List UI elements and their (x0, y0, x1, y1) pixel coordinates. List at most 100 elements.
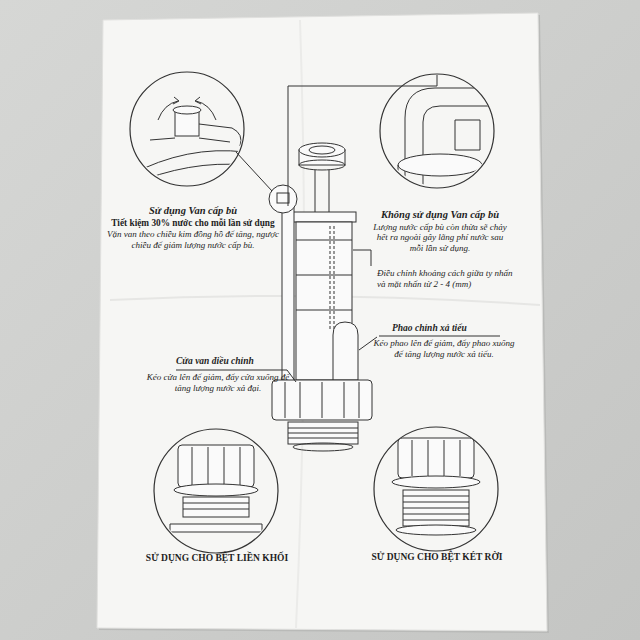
drawing-path (173, 97, 179, 104)
callout-heading: SỬ DỤNG CHO BỆT KÉT RỜI (358, 552, 516, 563)
drawing-path (199, 124, 241, 146)
drawing-path (130, 151, 245, 175)
circle-outline (373, 426, 499, 552)
drawing-ellipse (293, 443, 353, 451)
drawing-line (285, 382, 286, 418)
drawing-line (379, 336, 500, 337)
drawing-line (403, 502, 469, 503)
drawing-path (423, 106, 500, 190)
circle-outline (129, 71, 245, 187)
drawing-rect (272, 380, 372, 420)
drawing-rect (290, 212, 356, 222)
drawing-line (315, 170, 316, 213)
drawing-g (398, 88, 500, 190)
drawing-rect (277, 193, 289, 203)
circle-outline (154, 429, 278, 553)
callout-heading: Không sử dụng Van cấp bù (371, 209, 509, 222)
drawing-ellipse (392, 476, 480, 488)
callout-text: Tiết kiệm 30% nước cho mỗi lần sử dụng (105, 218, 281, 229)
drawing-line (183, 503, 249, 504)
drawing-circle (269, 185, 297, 213)
drawing-line (296, 310, 352, 311)
drawing-line (412, 440, 413, 476)
drawing-rect (403, 490, 469, 526)
circle-outline (379, 73, 495, 189)
drawing-rect (183, 497, 249, 517)
drawing-line (403, 508, 469, 509)
text-group: SỬ DỤNG CHO BỆT LIỀN KHỐI (128, 428, 306, 564)
drawing-line (444, 440, 445, 476)
drawing-ellipse (299, 143, 345, 157)
drawing-line (460, 440, 461, 476)
drawing-line (403, 520, 469, 521)
drawing-line (236, 152, 272, 191)
drawing-ellipse (174, 484, 258, 496)
drawing-line (334, 226, 335, 330)
drawing-path (150, 138, 230, 142)
drawing-line (329, 170, 330, 213)
drawing-path (333, 322, 358, 380)
text-group: Sử dụng Van cấp bùTiết kiệm 30% nước cho… (105, 71, 281, 250)
drawing-g (130, 97, 245, 185)
drawing-g (392, 438, 480, 535)
callout-text: Lượng nước cấp bù còn thừa sẽ chảy hết r… (371, 222, 509, 254)
drawing-rect (288, 422, 358, 444)
drawing-ellipse (299, 160, 345, 170)
drawing-path (196, 101, 216, 120)
text-group: Không sử dụng Van cấp bùLượng nước cấp b… (371, 73, 509, 254)
drawing-line (288, 428, 358, 429)
drawing-line (208, 447, 209, 485)
note-text: Kéo cửa lên để giảm, đẩy cửa xuống để tă… (140, 372, 296, 394)
drawing-line (344, 382, 345, 418)
drawing-ellipse (173, 106, 201, 114)
drawing-rect (398, 438, 474, 478)
drawing-g (170, 445, 262, 532)
circle-outline (153, 428, 279, 554)
drawing-line (224, 447, 225, 485)
drawing-line (300, 382, 301, 418)
callout-heading: Sử dụng Van cấp bù (105, 205, 281, 218)
circle-outline (380, 74, 494, 188)
drawing-line (428, 440, 429, 476)
part-name: Phao chỉnh xả tiểu (392, 323, 504, 334)
drawing-line (330, 226, 331, 330)
drawing-rect (178, 445, 254, 487)
callout-heading: SỬ DỤNG CHO BỆT LIỀN KHỐI (128, 553, 306, 564)
drawing-ellipse (398, 154, 482, 176)
drawing-ellipse (396, 525, 476, 535)
drawing-line (403, 496, 469, 497)
callout-circle: SỬ DỤNG CHO BỆT KÉT RỜI (358, 426, 516, 563)
drawing-line (183, 509, 249, 510)
drawing-ellipse (309, 146, 335, 154)
circle-outline (374, 427, 498, 551)
drawing-polygon (97, 13, 547, 631)
drawing-path (158, 101, 178, 120)
drawing-line (288, 433, 358, 434)
note-text: Kéo phao lên để giảm, đẩy phao xuống để … (373, 338, 515, 360)
drawing-polyline (353, 250, 371, 266)
drawing-line (288, 438, 358, 439)
drawing-path (170, 524, 262, 532)
drawing-line (192, 447, 193, 485)
drawing-polyline (288, 75, 437, 206)
callout-text: Vặn van theo chiều kim đồng hồ để tăng, … (105, 229, 281, 251)
drawing-line (176, 370, 287, 371)
callout-circle: Không sử dụng Van cấp bùLượng nước cấp b… (371, 73, 509, 254)
text-group: SỬ DỤNG CHO BỆT KÉT RỜI (358, 426, 516, 563)
drawing-line (359, 382, 360, 418)
callout-circle: Sử dụng Van cấp bùTiết kiệm 30% nước cho… (105, 71, 281, 250)
drawing-line (296, 275, 352, 276)
drawing-path (130, 164, 245, 185)
drawing-line (403, 514, 469, 515)
drawing-line (240, 447, 241, 485)
callout-circle: SỬ DỤNG CHO BỆT LIỀN KHỐI (128, 428, 306, 564)
drawing-path (455, 120, 480, 150)
note-text: Điều chỉnh khoảng cách giữa ty nhấn và m… (377, 268, 517, 290)
drawing-line (322, 382, 323, 418)
circle-outline (130, 72, 244, 186)
drawing-g (130, 75, 500, 535)
part-name: Cửa van điều chỉnh (176, 356, 288, 367)
